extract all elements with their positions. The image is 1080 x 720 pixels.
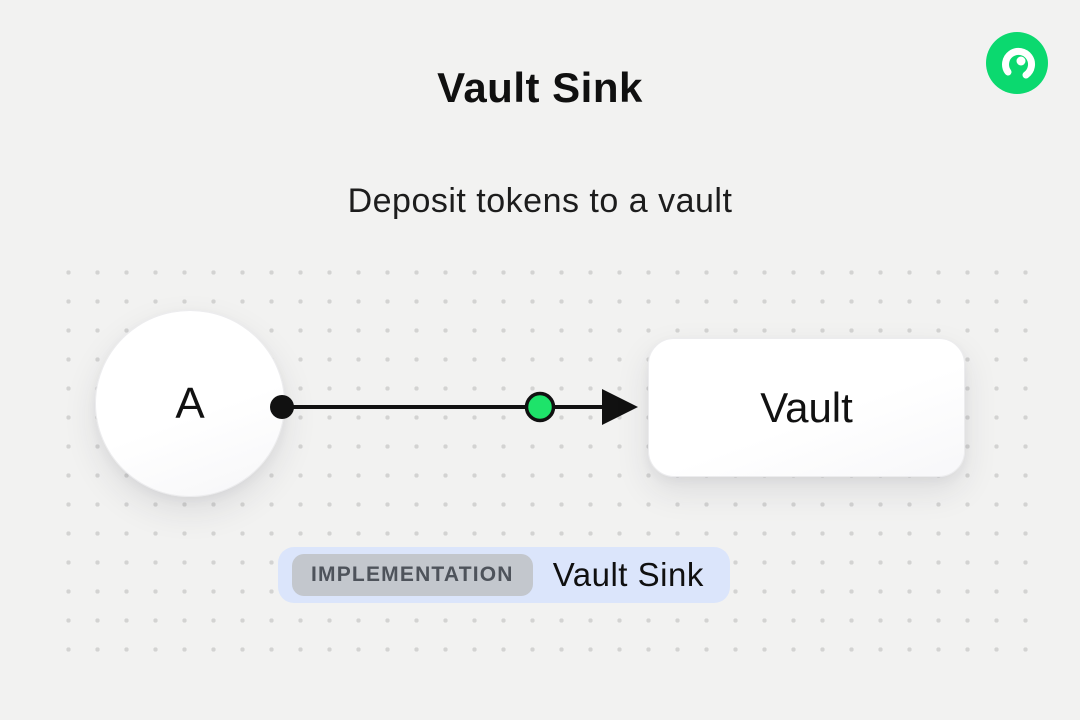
connector-arrow <box>270 389 638 425</box>
vault-node-label: Vault <box>760 383 853 431</box>
connector-start-dot <box>270 395 294 419</box>
vault-node: Vault <box>648 338 965 477</box>
connector-mid-dot-green <box>524 391 556 423</box>
flow-logo-icon <box>986 32 1048 94</box>
page-subtitle: Deposit tokens to a vault <box>347 182 733 220</box>
node-a: A <box>95 310 285 497</box>
page-title: Vault Sink <box>437 64 643 111</box>
implementation-badge: IMPLEMENTATION Vault Sink <box>278 547 730 603</box>
implementation-tag: IMPLEMENTATION <box>292 554 533 596</box>
node-a-label: A <box>175 378 205 428</box>
implementation-value: Vault Sink <box>552 556 704 593</box>
